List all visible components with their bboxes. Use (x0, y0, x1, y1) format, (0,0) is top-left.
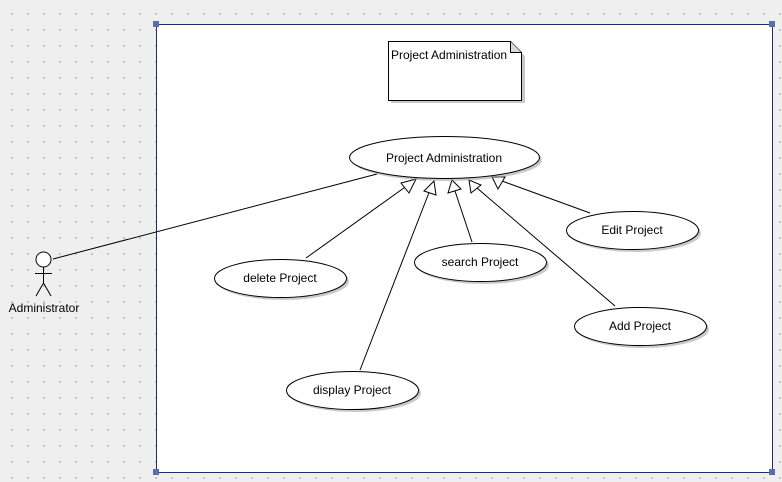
use-case-project-administration-ellipse (349, 136, 540, 179)
use-case-display-project-ellipse (286, 371, 419, 410)
actor-label: Administrator (9, 301, 80, 315)
use-case-project-administration-label: Project Administration (386, 151, 502, 165)
use-case-edit-project-ellipse (566, 211, 699, 250)
selection-handle-top-left[interactable] (153, 21, 159, 27)
generalization-add-line[interactable] (476, 187, 616, 307)
actor-right-leg (43, 282, 52, 297)
note-fold (510, 41, 522, 53)
arrowhead-add (468, 179, 482, 194)
use-case-display-project[interactable]: display Project (286, 371, 422, 413)
association-line[interactable] (52, 173, 378, 260)
actor-head (35, 251, 52, 268)
generalization-search-line[interactable] (454, 190, 473, 243)
arrowhead-display (423, 179, 437, 196)
use-case-project-administration[interactable]: Project Administration (349, 136, 543, 182)
actor-left-leg (35, 282, 44, 297)
use-case-edit-project-label: Edit Project (601, 223, 663, 237)
note-text: Project Administration (391, 48, 507, 62)
generalization-edit-line[interactable] (501, 180, 591, 214)
use-case-delete-project[interactable]: delete Project (214, 259, 350, 301)
use-case-delete-project-ellipse (214, 259, 347, 298)
use-case-delete-project-label: delete Project (243, 271, 317, 285)
use-case-display-project-label: display Project (313, 383, 392, 397)
use-case-add-project-ellipse (574, 307, 707, 346)
arrowhead-search (447, 179, 462, 194)
use-case-add-project-label: Add Project (609, 319, 672, 333)
selection-handle-top-right[interactable] (769, 21, 775, 27)
generalization-display-line[interactable] (359, 189, 431, 371)
selection-handle-bottom-right[interactable] (769, 469, 775, 475)
use-case-search-project-ellipse (414, 243, 547, 282)
actor-administrator[interactable]: Administrator (9, 251, 80, 315)
note[interactable]: Project Administration (388, 41, 526, 104)
use-case-add-project[interactable]: Add Project (574, 307, 710, 349)
use-case-search-project-label: search Project (442, 255, 519, 269)
arrowhead-delete (400, 178, 417, 194)
use-case-search-project[interactable]: search Project (414, 243, 550, 285)
use-case-edit-project[interactable]: Edit Project (566, 211, 702, 253)
note-body (388, 41, 522, 101)
selection-handle-bottom-left[interactable] (153, 469, 159, 475)
generalization-delete-line[interactable] (305, 184, 409, 259)
